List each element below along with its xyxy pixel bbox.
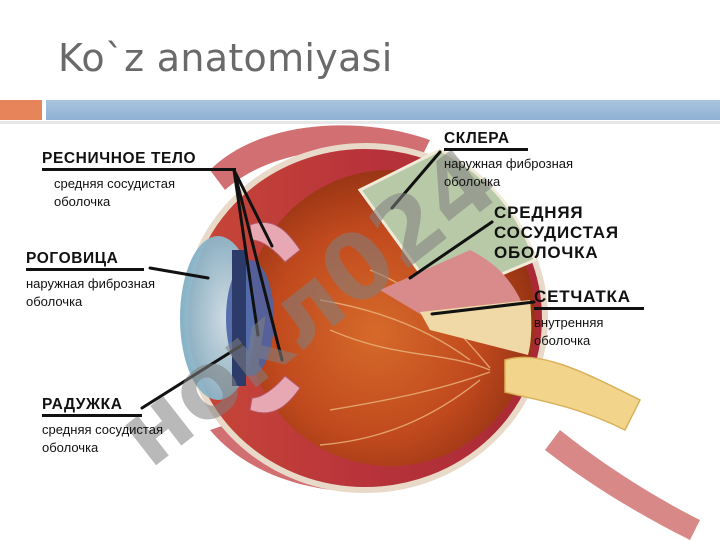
label-retina: СЕТЧАТКА внутренняя оболочка — [534, 287, 644, 350]
iris-heading: РАДУЖКА — [42, 396, 123, 413]
iris-underline — [42, 414, 142, 417]
ciliary-body-underline — [42, 168, 236, 171]
sclera-heading: СКЛЕРА — [444, 130, 510, 147]
iris — [232, 250, 246, 386]
accent-bar-blue — [46, 100, 720, 120]
ciliary-body-sub1: средняя сосудистая — [54, 176, 175, 191]
retina-layer — [420, 300, 532, 355]
label-sclera: СКЛЕРА наружная фиброзная оболочка — [444, 130, 573, 191]
accent-bar-shadow — [0, 121, 720, 124]
retina-heading: СЕТЧАТКА — [534, 287, 631, 306]
eye-muscle-right — [545, 430, 700, 540]
sclera-sub1: наружная фиброзная — [444, 156, 574, 171]
optic-nerve — [504, 356, 642, 432]
cornea-sub1: наружная фиброзная — [26, 276, 156, 291]
choroid-line2: СОСУДИСТАЯ — [494, 223, 619, 242]
ciliary-body-heading: РЕСНИЧНОЕ ТЕЛО — [42, 150, 197, 167]
label-cornea: РОГОВИЦА наружная фиброзная оболочка — [26, 250, 155, 311]
choroid-cutaway — [380, 250, 525, 320]
ciliary-body-sub2: оболочка — [54, 194, 111, 209]
retina-sub2: оболочка — [534, 333, 591, 348]
choroid-line3: ОБОЛОЧКА — [494, 243, 599, 262]
cornea-heading: РОГОВИЦА — [26, 250, 119, 267]
sclera-sub2: оболочка — [444, 174, 501, 189]
cornea-underline — [26, 268, 144, 271]
retina-underline — [534, 307, 644, 310]
sclera-underline — [444, 148, 528, 151]
slide-title: Ko`z anatomiyasi — [58, 36, 393, 80]
accent-bar-orange — [0, 100, 42, 120]
cornea-sub2: оболочка — [26, 294, 83, 309]
choroid-line1: СРЕДНЯЯ — [494, 203, 584, 222]
eye-muscle-top — [210, 125, 430, 190]
label-choroid: СРЕДНЯЯ СОСУДИСТАЯ ОБОЛОЧКА — [494, 203, 619, 263]
iris-sub1: средняя сосудистая — [42, 422, 163, 437]
retina-sub1: внутренняя — [534, 315, 604, 330]
retinal-vessels — [319, 269, 491, 446]
ciliary-body-lower — [249, 375, 301, 414]
pointer-lines — [140, 150, 536, 410]
iris-sub2: оболочка — [42, 440, 99, 455]
ciliary-body — [249, 221, 301, 263]
sclera-cutaway — [357, 148, 537, 302]
label-ciliary-body: РЕСНИЧНОЕ ТЕЛО средняя сосудистая оболоч… — [42, 150, 236, 211]
label-iris: РАДУЖКА средняя сосудистая оболочка — [42, 396, 163, 457]
